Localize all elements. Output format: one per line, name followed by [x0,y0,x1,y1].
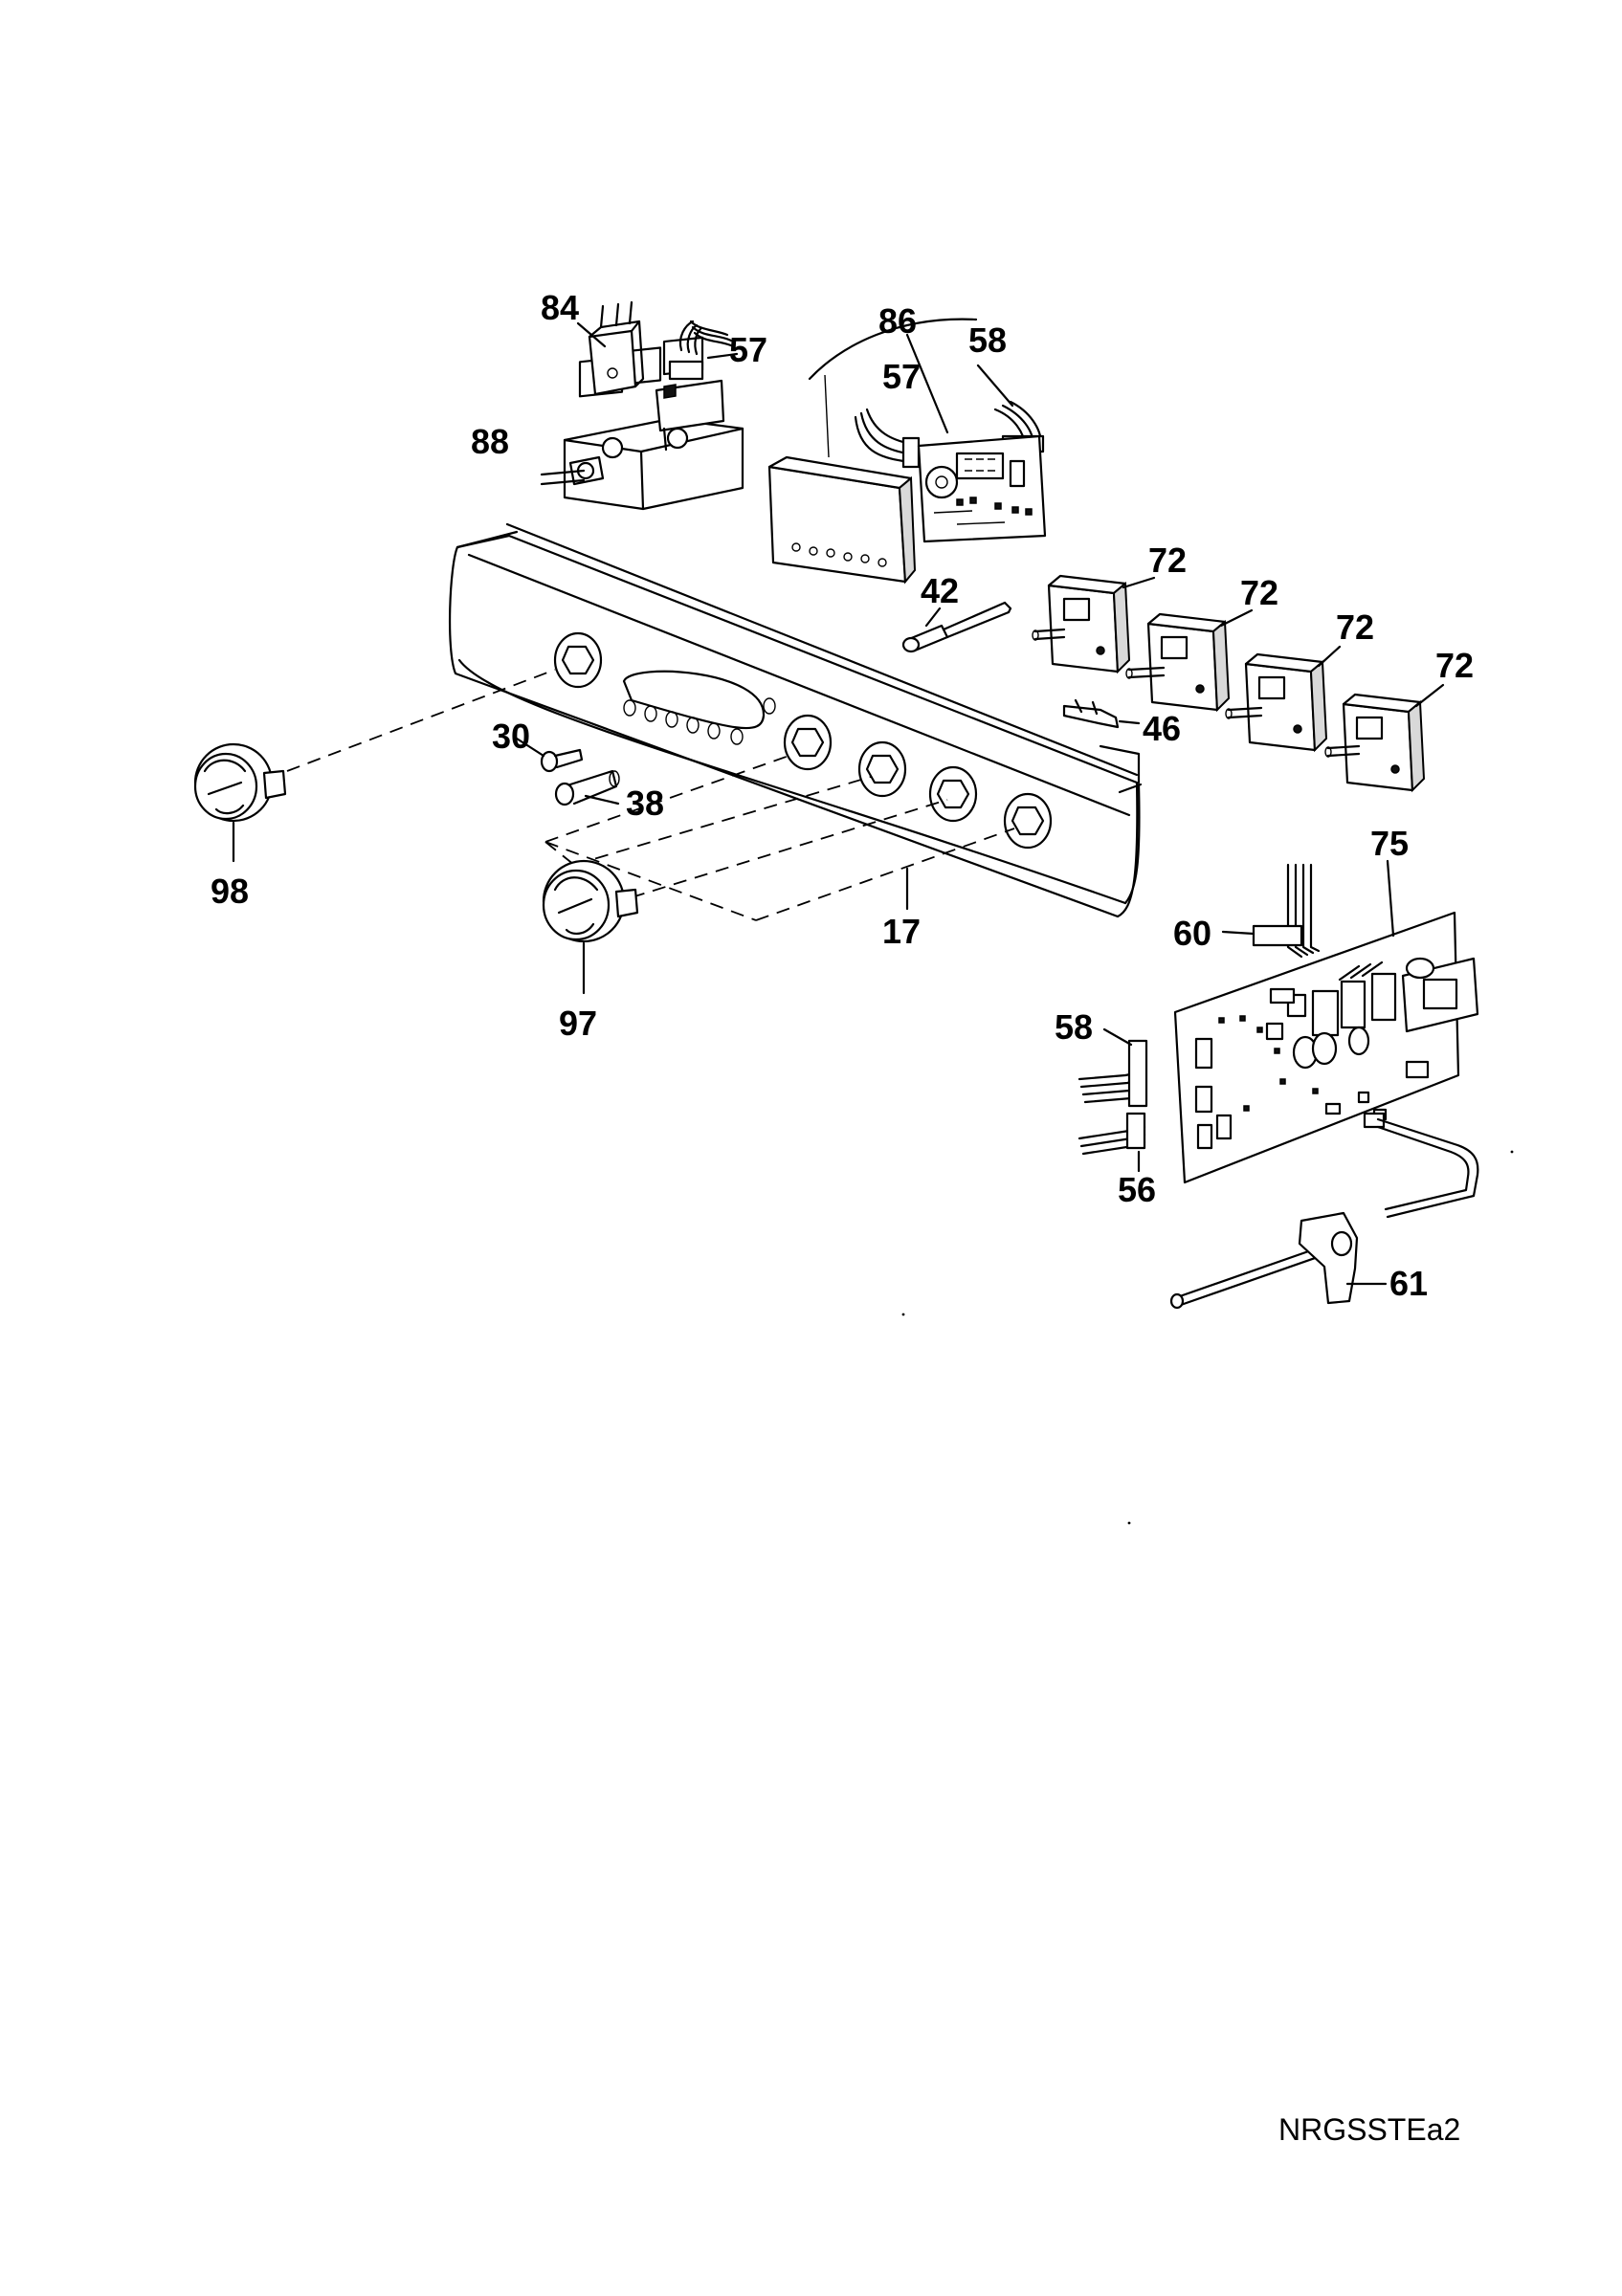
part-86-display-board [917,434,1047,543]
label-17: 17 [882,912,921,951]
assembly-lines [286,669,1015,921]
part-88-selector-switch [540,336,744,511]
label-46: 46 [1143,709,1181,748]
label-72-second: 72 [1240,573,1278,612]
label-42: 42 [921,571,959,610]
label-84: 84 [541,288,579,327]
part-56-harness [1078,1112,1146,1173]
drawing-code: NRGSSTEa2 [1278,2112,1461,2147]
label-72-fourth: 72 [1435,646,1474,685]
label-38: 38 [626,784,664,823]
part-60-ribbon-cable [1221,863,1321,1004]
knob-hole-2 [783,714,833,771]
part-30-screw [515,737,584,773]
part-display-module [767,374,917,585]
part-97-knob [542,859,639,995]
label-30: 30 [492,717,530,756]
part-72-regulator-3 [1225,645,1342,753]
part-75-power-board [1173,859,1479,1184]
part-84-micro-switch [576,300,645,396]
part-61-rod-sensor [1169,1112,1479,1310]
speck [901,1313,905,1316]
knob-hole-3 [857,740,907,798]
part-42-sensor [901,601,1012,653]
label-86: 86 [878,301,917,341]
part-98-knob [193,742,287,863]
part-86-bracket [808,318,978,434]
label-57-middle: 57 [882,357,921,396]
part-38-bushing [554,769,620,806]
label-75: 75 [1370,824,1409,863]
speck [1510,1150,1514,1154]
part-57-connector-upper [668,320,739,381]
label-58-upper: 58 [968,320,1007,360]
part-46-clip [1062,698,1141,729]
label-72-third: 72 [1336,607,1374,647]
label-56: 56 [1118,1170,1156,1209]
part-72-regulator-1 [1032,574,1156,674]
knob-hole-5 [1003,792,1053,850]
label-88: 88 [471,422,509,461]
label-58-lower: 58 [1055,1007,1093,1047]
knob-hole-1 [553,631,603,689]
label-98: 98 [211,872,249,911]
part-57-connector-middle [854,408,921,469]
label-97: 97 [559,1004,597,1043]
label-72-first: 72 [1148,541,1187,580]
part-72-regulator-2 [1125,608,1254,713]
label-60: 60 [1173,914,1211,953]
part-72-regulator-4 [1324,683,1445,793]
label-61: 61 [1389,1264,1428,1303]
speck [1127,1521,1131,1525]
part-17-control-panel [448,522,1143,918]
knob-hole-4 [928,765,978,823]
label-57-upper: 57 [729,330,767,369]
part-58-harness-lower [1078,1027,1148,1108]
